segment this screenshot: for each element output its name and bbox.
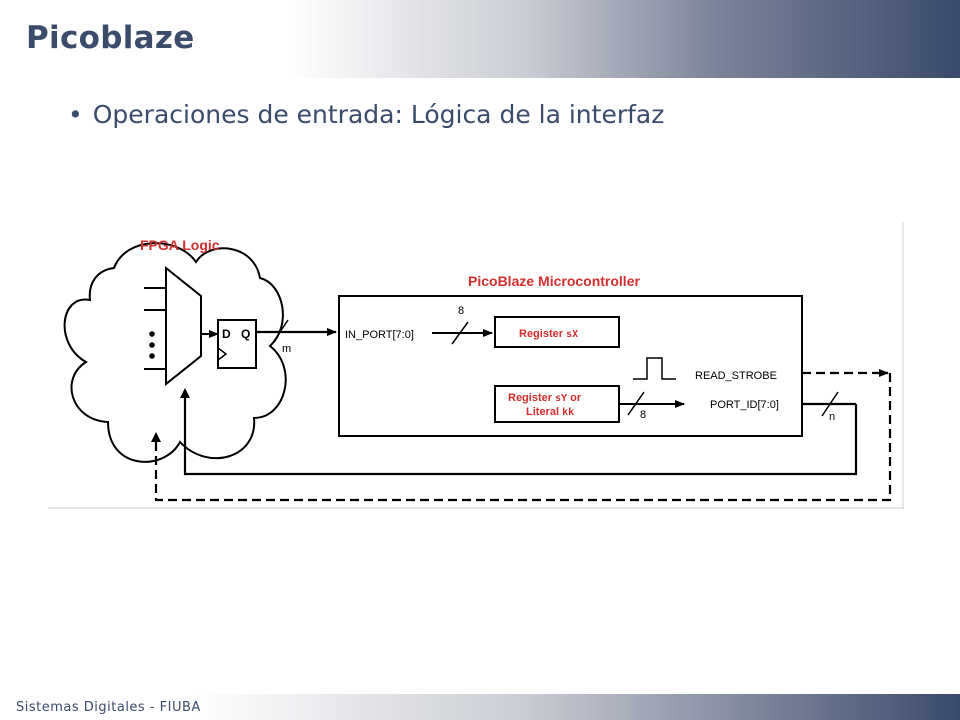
bullet-text: Operaciones de entrada: Lógica de la int…: [92, 100, 665, 129]
read-strobe-feedback-arrowhead: [151, 432, 161, 442]
ff-q-label: Q: [241, 327, 250, 341]
bus-8-bottom-slash: [627, 391, 645, 416]
bullet-dot: •: [68, 100, 83, 129]
bus-8-top-label: 8: [458, 305, 464, 317]
read-strobe-label: READ_STROBE: [695, 370, 777, 382]
register-sx-label: Register sX: [519, 328, 578, 340]
multiplexer: [165, 265, 202, 387]
footer-text: Sistemas Digitales - FIUBA: [16, 700, 201, 715]
bus-m-label: m: [282, 343, 291, 355]
port-id-feedback-arrowhead: [180, 388, 190, 398]
ff-clock-symbol: [217, 347, 228, 361]
register-sx-box: [494, 316, 620, 348]
mux-input-ellipsis: [149, 331, 155, 359]
bus-8-top-slash: [451, 321, 469, 345]
port-id-label: PORT_ID[7:0]: [710, 399, 779, 411]
read-strobe-pulse: [633, 357, 676, 380]
mux-inputs: [144, 287, 166, 370]
register-sy-line2: Literal kk: [526, 406, 574, 418]
header-bar: [0, 0, 960, 78]
read-strobe-feedback-wire: [154, 373, 892, 502]
picoblaze-label: PicoBlaze Microcontroller: [468, 273, 640, 289]
flip-flop: [217, 319, 257, 369]
register-sy-line1: Register sY or: [508, 392, 582, 404]
in-port-label: IN_PORT[7:0]: [345, 329, 414, 341]
bus-n-label: n: [829, 411, 835, 423]
bus-8-bottom-label: 8: [640, 409, 646, 421]
register-sy-box: [494, 385, 620, 423]
slide-title: Picoblaze: [26, 20, 195, 56]
bus-n-slash: [821, 391, 839, 417]
bus-m-slash: [271, 319, 289, 345]
port-id-feedback-wire: [183, 392, 858, 476]
fpga-logic-label: FPGA Logic: [140, 237, 220, 253]
footer-bar: [0, 694, 960, 720]
diagram-svg: FPGA Logic D Q m PicoBlaze Microcontroll…: [48, 222, 904, 509]
bullet-item: • Operaciones de entrada: Lógica de la in…: [68, 100, 664, 129]
interface-logic-diagram: FPGA Logic D Q m PicoBlaze Microcontroll…: [48, 222, 904, 509]
ff-d-label: D: [222, 327, 231, 341]
